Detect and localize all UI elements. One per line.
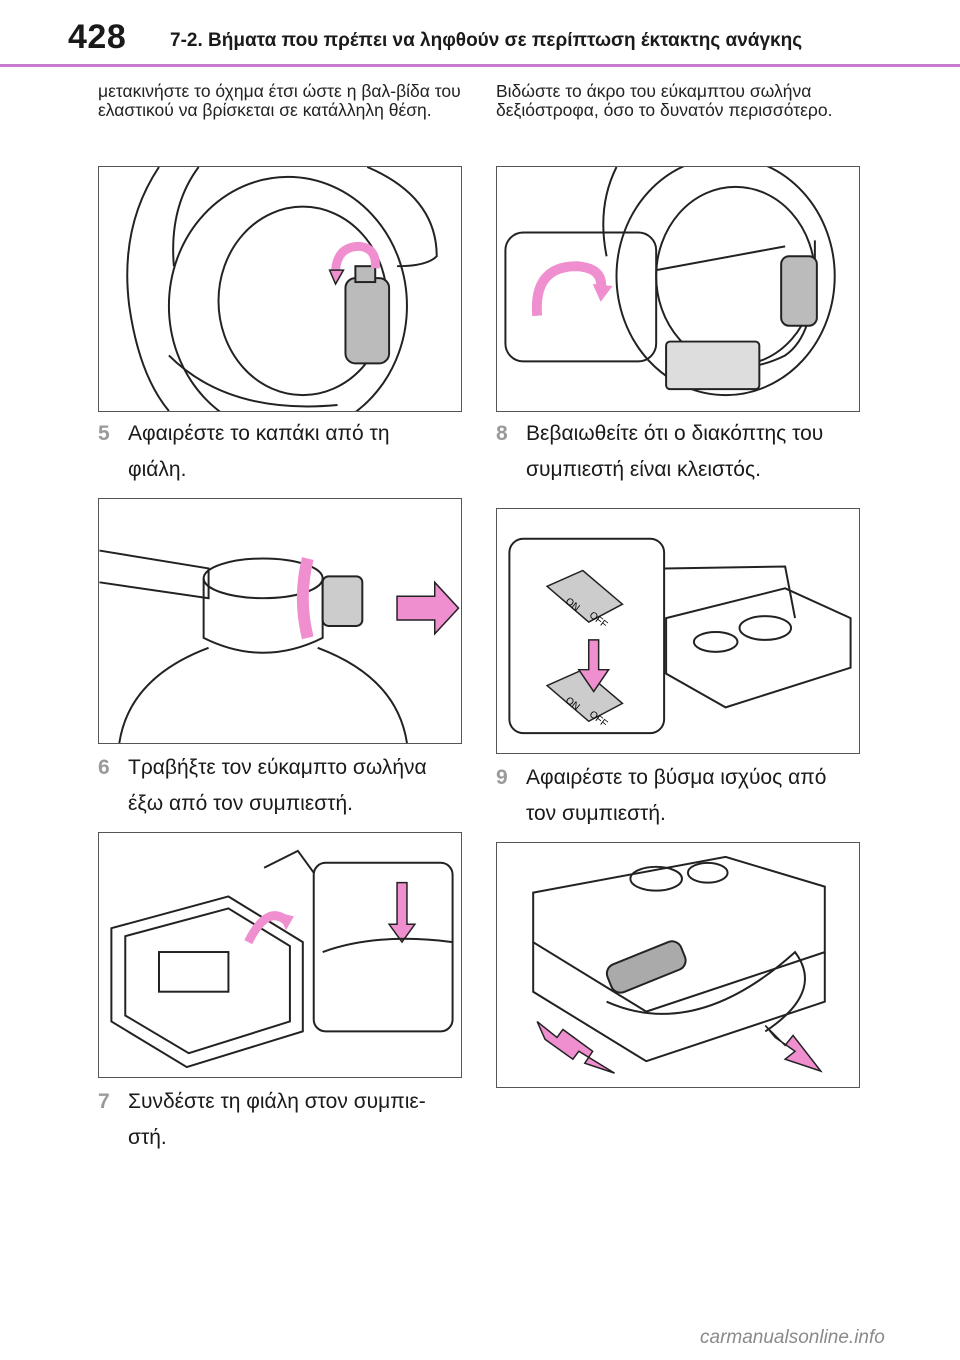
step-number: 7 bbox=[98, 1090, 110, 1113]
figure-unplug-power bbox=[496, 842, 860, 1088]
figure-tire-valve bbox=[98, 166, 462, 412]
power-plug bbox=[605, 940, 687, 994]
step-text: Αφαιρέστε το βύσμα ισχύος από τον συμπιε… bbox=[526, 766, 827, 825]
fender-right bbox=[366, 167, 438, 268]
fender-line bbox=[126, 167, 170, 411]
page-header: 428 7-2. Βήματα που πρέπει να ληφθούν σε… bbox=[0, 0, 960, 67]
gauge-dial-2 bbox=[686, 861, 729, 884]
compressor-side bbox=[532, 942, 826, 1063]
power-cord bbox=[606, 950, 806, 1033]
step-5: 5 Αφαιρέστε το καπάκι από τη φιάλη. bbox=[98, 416, 438, 488]
inset-frame bbox=[312, 861, 454, 1033]
inset-pointer bbox=[655, 245, 786, 272]
pull-arrow-left bbox=[536, 1020, 615, 1074]
compressor-hose-illustration bbox=[110, 849, 454, 1069]
step-number: 5 bbox=[98, 422, 110, 445]
unplug-power-illustration bbox=[532, 855, 826, 1074]
inset-frame bbox=[504, 231, 658, 363]
hose-connection-illustration bbox=[504, 167, 836, 397]
compressor bbox=[665, 340, 761, 391]
tire-outer bbox=[615, 167, 836, 397]
bottle-body bbox=[344, 277, 391, 365]
hose-segment bbox=[99, 549, 210, 600]
step-9: 9 Αφαιρέστε το βύσμα ισχύος από τον συμπ… bbox=[496, 760, 836, 832]
bottle bbox=[780, 255, 818, 327]
step-text: Βεβαιωθείτε ότι ο διακόπτης του συμπιεστ… bbox=[526, 422, 824, 481]
gauge-dial bbox=[629, 865, 683, 892]
bottle-shoulder bbox=[118, 646, 408, 743]
figure-compressor-hose bbox=[98, 832, 462, 1078]
intro-text-right: Βιδώστε το άκρο του εύκαμπτου σωλήνα δεξ… bbox=[496, 81, 833, 120]
label-plate bbox=[158, 951, 230, 993]
header-rule bbox=[0, 64, 960, 67]
compressor-inner bbox=[124, 907, 291, 1055]
gauge-dial bbox=[692, 631, 739, 653]
inset-pointer bbox=[263, 849, 315, 874]
switch-off-illustration: ON OFF ON OFF bbox=[508, 537, 852, 735]
cap-removal-illustration bbox=[99, 549, 460, 743]
watermark: carmanualsonline.info bbox=[700, 1327, 885, 1348]
rotate-arrow bbox=[296, 557, 314, 640]
step-number: 8 bbox=[496, 422, 508, 445]
tire-outer bbox=[167, 175, 408, 411]
intro-text-left: μετακινήστε το όχημα έτσι ώστε η βαλ-βίδ… bbox=[98, 81, 461, 120]
inset-frame bbox=[508, 537, 666, 735]
inset-pointer bbox=[664, 565, 797, 619]
figure-cap-removal bbox=[98, 498, 462, 744]
step-text: Συνδέστε τη φιάλη στον συμπιε-στή. bbox=[128, 1090, 426, 1149]
step-number: 6 bbox=[98, 756, 110, 779]
press-arrow bbox=[387, 881, 417, 944]
step-text: Αφαιρέστε το καπάκι από τη φιάλη. bbox=[128, 422, 390, 481]
switch-bottom bbox=[545, 668, 624, 723]
figure-hose-connection bbox=[496, 166, 860, 412]
step-number: 9 bbox=[496, 766, 508, 789]
tire-bottom bbox=[168, 354, 338, 408]
cap bbox=[321, 575, 364, 627]
rotate-arrow bbox=[531, 261, 607, 317]
bottle-neck bbox=[202, 578, 324, 654]
pull-arrow bbox=[396, 580, 460, 636]
gauge-dial-2 bbox=[738, 615, 793, 641]
compressor-body bbox=[665, 587, 852, 709]
fender-line-inner bbox=[172, 167, 200, 267]
page-number: 428 bbox=[68, 18, 127, 56]
tire-valve-illustration bbox=[126, 167, 438, 411]
section-title: 7-2. Βήματα που πρέπει να ληφθούν σε περ… bbox=[170, 30, 803, 51]
bottle-cap bbox=[354, 265, 377, 284]
fender-line bbox=[602, 167, 618, 257]
step-6: 6 Τραβήξτε τον εύκαμπτο σωλήνα έξω από τ… bbox=[98, 750, 438, 822]
compressor-top bbox=[532, 855, 826, 1013]
pull-arrow-right bbox=[764, 1024, 823, 1073]
step-8: 8 Βεβαιωθείτε ότι ο διακόπτης του συμπιε… bbox=[496, 416, 836, 488]
switch-top bbox=[545, 569, 624, 623]
step-text: Τραβήξτε τον εύκαμπτο σωλήνα έξω από τον… bbox=[128, 756, 427, 815]
step-7: 7 Συνδέστε τη φιάλη στον συμπιε-στή. bbox=[98, 1084, 438, 1156]
rotate-arrow bbox=[331, 241, 380, 271]
figure-switch-off: ON OFF ON OFF bbox=[496, 508, 860, 754]
compressor-tray bbox=[110, 895, 304, 1069]
press-arrow bbox=[577, 639, 610, 693]
